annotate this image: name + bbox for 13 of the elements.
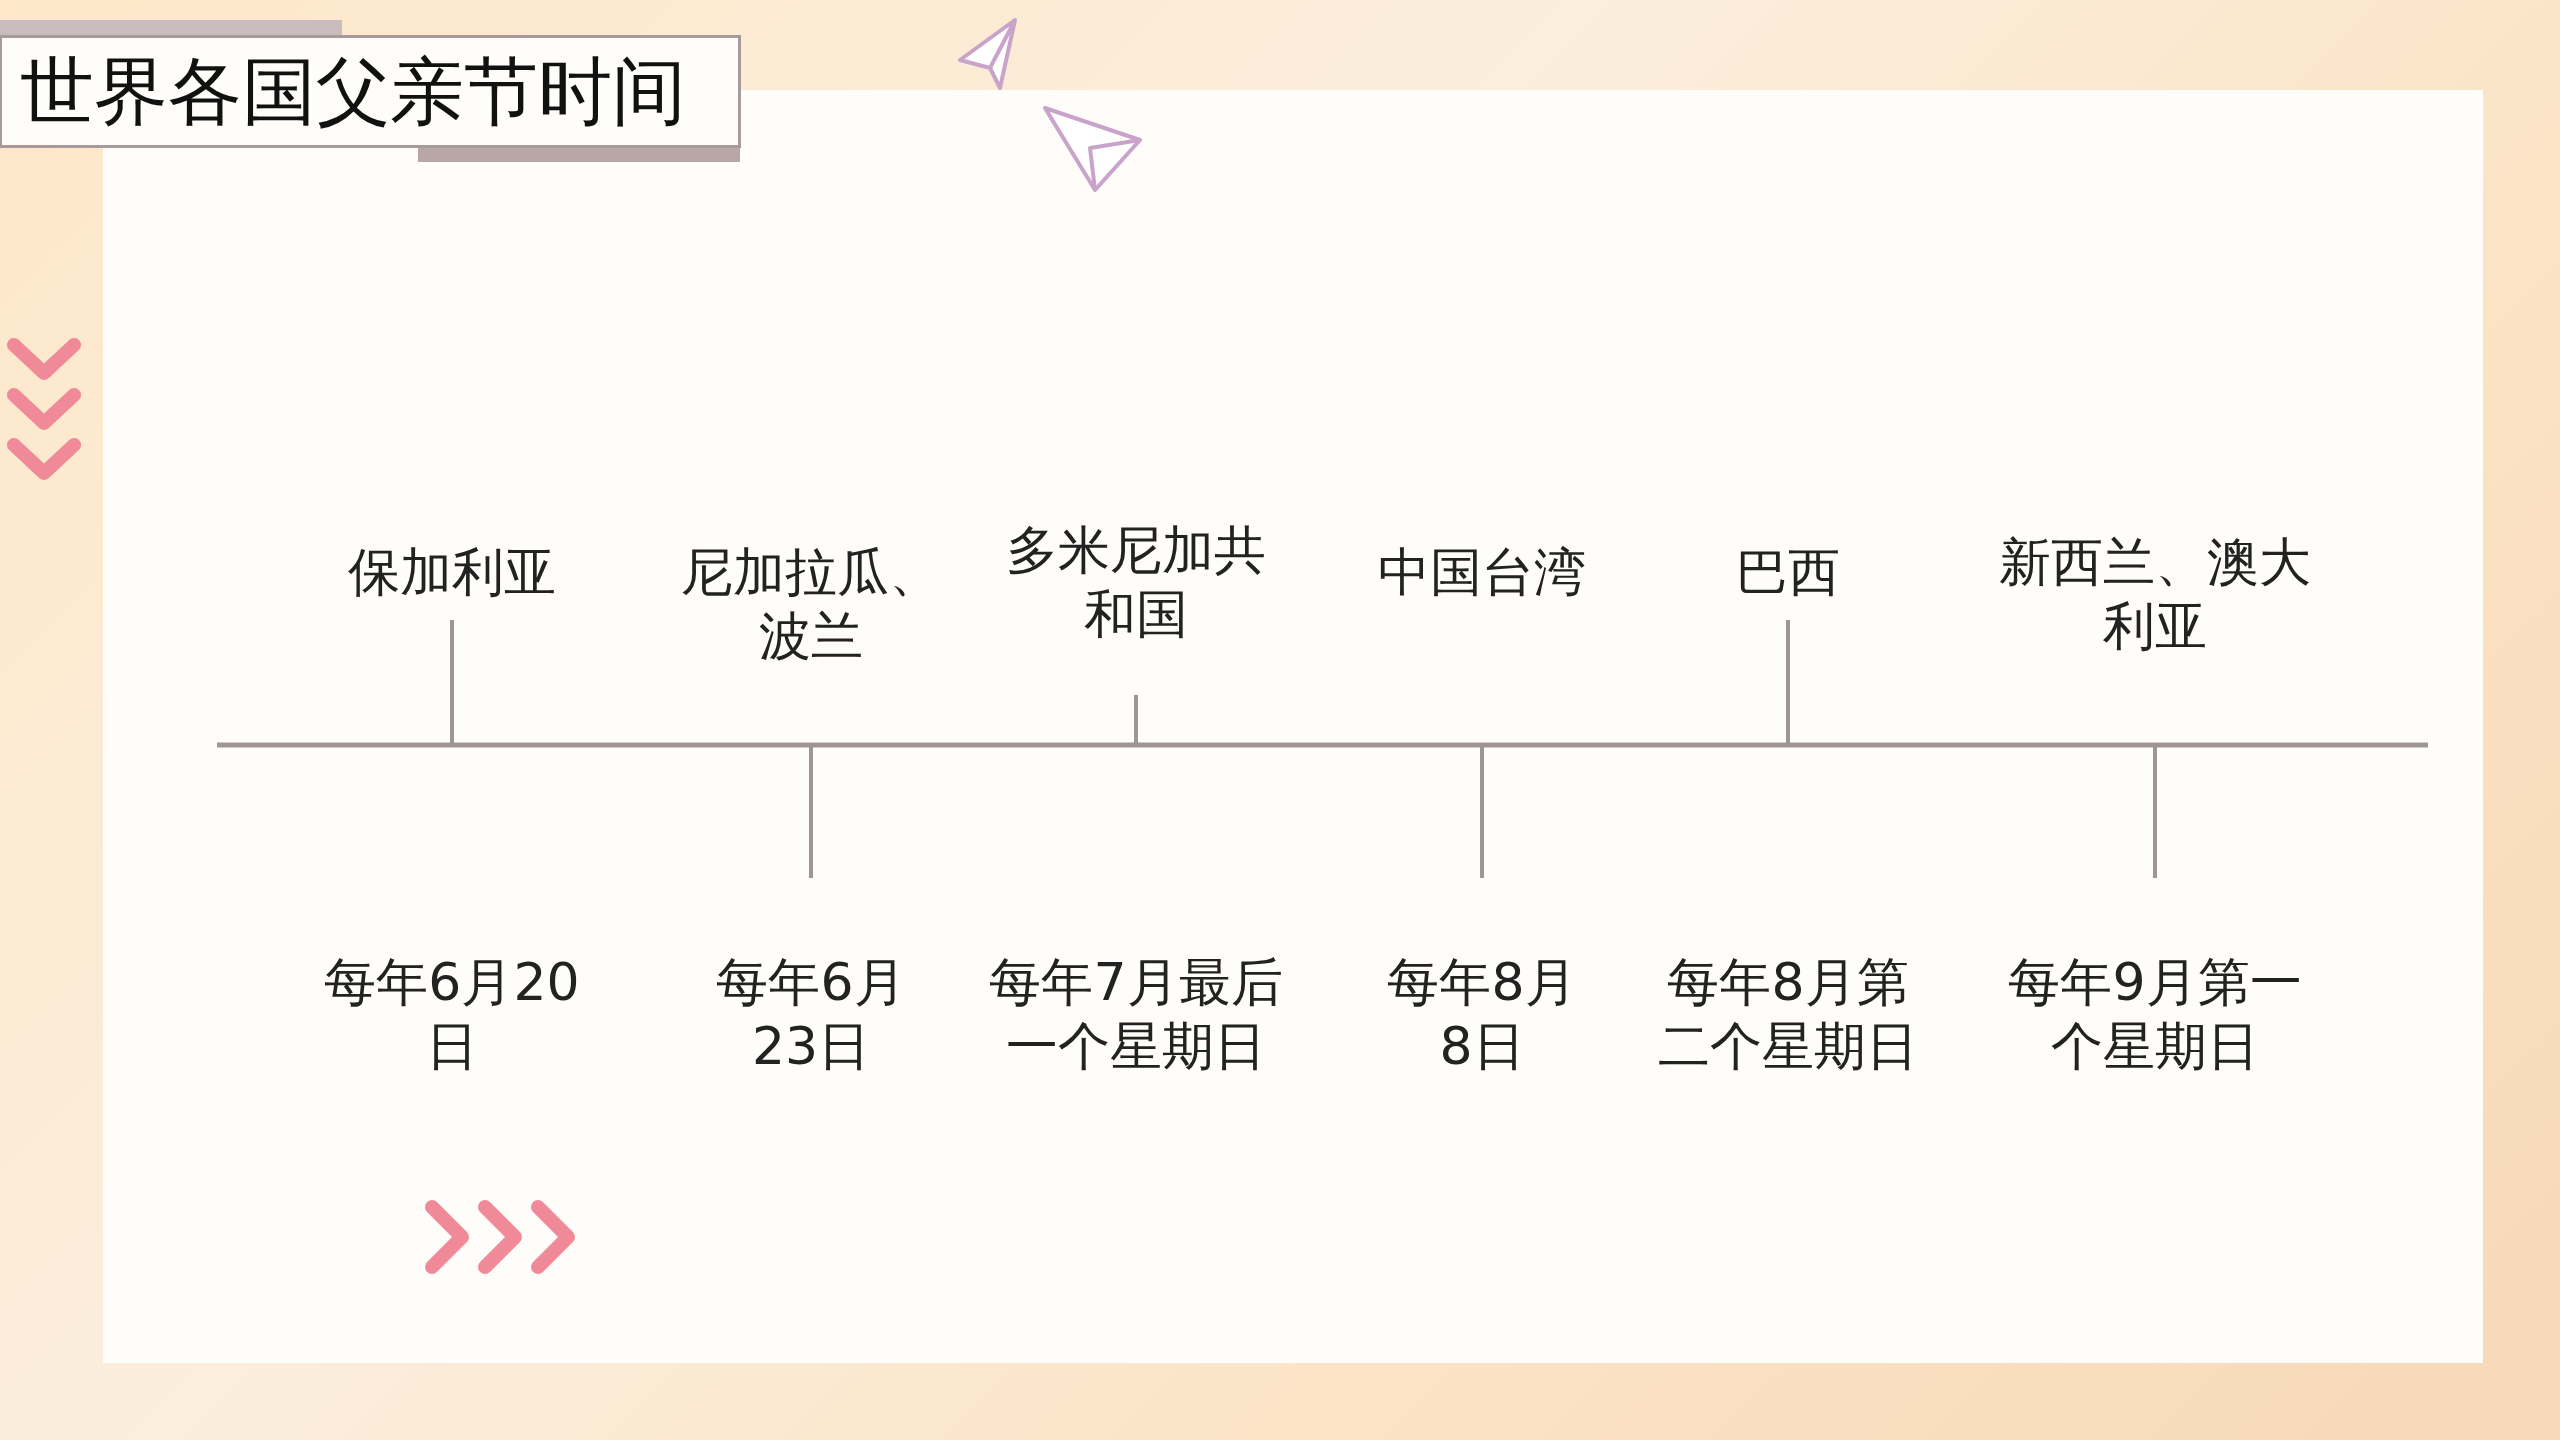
country-label: 巴西: [1735, 541, 1841, 604]
country-label: 保加利亚: [347, 541, 557, 604]
date-label: 每年8月第二个星期日: [1657, 951, 1919, 1078]
country-label: 尼加拉瓜、波兰: [680, 541, 942, 668]
date-label: 每年6月20日: [323, 951, 581, 1078]
date-label: 每年8月8日: [1386, 951, 1578, 1078]
date-label: 每年6月23日: [715, 951, 907, 1078]
country-label: 多米尼加共和国: [1005, 519, 1267, 646]
country-label: 中国台湾: [1377, 541, 1587, 604]
country-label: 新西兰、澳大利亚: [1998, 531, 2312, 658]
slide-title: 世界各国父亲节时间: [0, 36, 740, 147]
date-label: 每年9月第一个星期日: [2007, 951, 2303, 1078]
date-label: 每年7月最后一个星期日: [988, 951, 1284, 1078]
